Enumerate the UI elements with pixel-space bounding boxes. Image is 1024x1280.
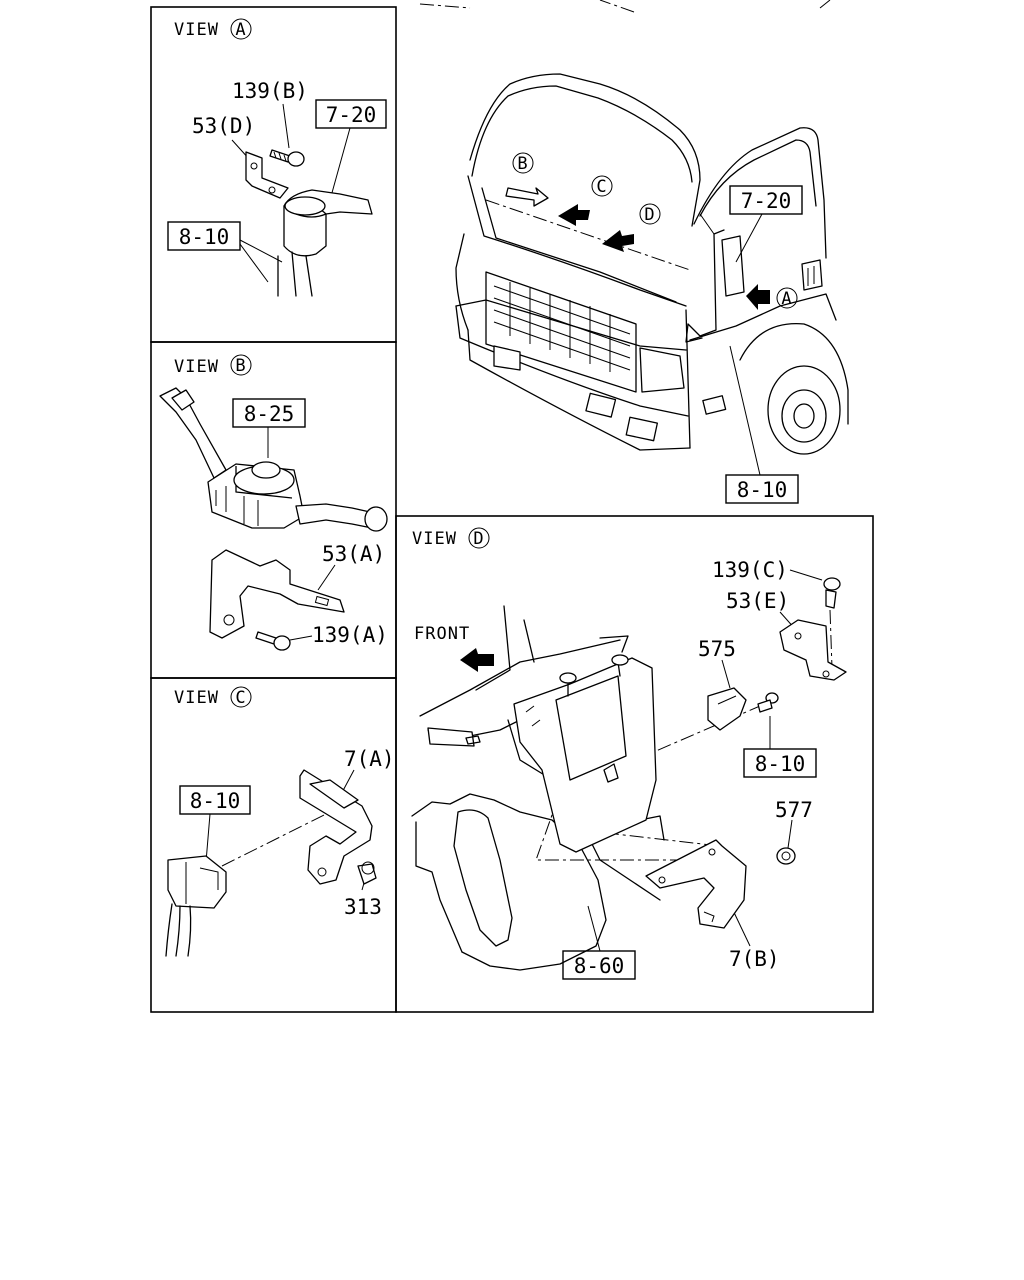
ref-8-10-d: 8-10 bbox=[755, 752, 806, 776]
label-53e: 53(E) bbox=[726, 589, 789, 613]
clip-313 bbox=[357, 861, 377, 885]
bolt-139b bbox=[269, 149, 305, 167]
ref-box-7-20 bbox=[315, 99, 387, 129]
label-front: FRONT bbox=[414, 624, 470, 644]
bracket-7b bbox=[645, 839, 747, 929]
view-a-letter: A bbox=[235, 20, 246, 40]
ref-box-8-25 bbox=[232, 398, 306, 428]
label-139c: 139(C) bbox=[712, 558, 788, 582]
combination-switch bbox=[159, 387, 388, 532]
view-b: VIEW B 8-25 53(A) 139(A) bbox=[159, 354, 388, 651]
view-a-frame bbox=[150, 6, 397, 343]
view-d: VIEW D FRONT 139(C) 53(E) 575 8-10 577 8… bbox=[411, 527, 847, 980]
view-c-title: VIEW bbox=[174, 688, 219, 708]
view-c: VIEW C 7(A) 8-10 313 bbox=[165, 686, 395, 957]
truck-arrow-a: A bbox=[781, 289, 792, 309]
ref-8-60: 8-60 bbox=[574, 954, 625, 978]
view-a: VIEW A 139(B) 53(D) 7-20 8-10 bbox=[167, 18, 387, 297]
label-577: 577 bbox=[775, 798, 813, 822]
bracket-7a bbox=[299, 769, 373, 885]
ref-box-8-60 bbox=[562, 950, 636, 980]
label-575: 575 bbox=[698, 637, 736, 661]
label-139a: 139(A) bbox=[312, 623, 388, 647]
view-d-title: VIEW bbox=[412, 529, 457, 549]
view-d-frame bbox=[395, 515, 874, 1013]
ref-8-25: 8-25 bbox=[244, 402, 295, 426]
truck-overview: B C D A 7-20 8-10 bbox=[419, 0, 849, 504]
connector-8-10-c bbox=[165, 855, 227, 957]
ref-box-8-10-truck bbox=[725, 474, 799, 504]
connector-7-20 bbox=[277, 189, 373, 297]
bracket-53a bbox=[209, 549, 345, 639]
view-c-letter: C bbox=[235, 688, 246, 708]
bracket-53d bbox=[245, 151, 289, 199]
label-53d: 53(D) bbox=[192, 114, 255, 138]
ref-7-20-truck: 7-20 bbox=[741, 189, 792, 213]
ref-8-10-truck: 8-10 bbox=[737, 478, 788, 502]
ref-box-7-20-truck bbox=[729, 185, 803, 215]
view-a-circle bbox=[230, 18, 252, 40]
ref-7-20-a: 7-20 bbox=[326, 103, 377, 127]
panel-frames bbox=[150, 6, 874, 1013]
view-d-letter: D bbox=[473, 529, 484, 549]
truck-arrow-c: C bbox=[596, 177, 607, 197]
front-arrow-icon bbox=[460, 648, 494, 672]
bracket-53e bbox=[779, 619, 847, 681]
label-7b: 7(B) bbox=[729, 947, 780, 971]
ref-box-8-10-c bbox=[179, 785, 251, 815]
control-module bbox=[465, 654, 657, 853]
ref-8-10-c: 8-10 bbox=[190, 789, 241, 813]
label-313: 313 bbox=[344, 895, 382, 919]
clip-575 bbox=[707, 687, 779, 731]
truck-arrow-b: B bbox=[517, 154, 528, 174]
ref-8-10-a: 8-10 bbox=[179, 225, 230, 249]
truck-arrow-d: D bbox=[644, 205, 655, 225]
view-b-letter: B bbox=[235, 356, 246, 376]
label-139b: 139(B) bbox=[232, 79, 308, 103]
view-a-title: VIEW bbox=[174, 20, 219, 40]
label-7a: 7(A) bbox=[344, 747, 395, 771]
nut-577 bbox=[776, 847, 796, 865]
bolt-139a bbox=[255, 631, 291, 651]
view-b-title: VIEW bbox=[174, 357, 219, 377]
engine-bay-outline bbox=[411, 605, 665, 971]
bolt-139c bbox=[823, 577, 841, 609]
ref-box-8-10 bbox=[167, 221, 241, 251]
label-53a: 53(A) bbox=[322, 542, 385, 566]
ref-box-8-10-d bbox=[743, 748, 817, 778]
